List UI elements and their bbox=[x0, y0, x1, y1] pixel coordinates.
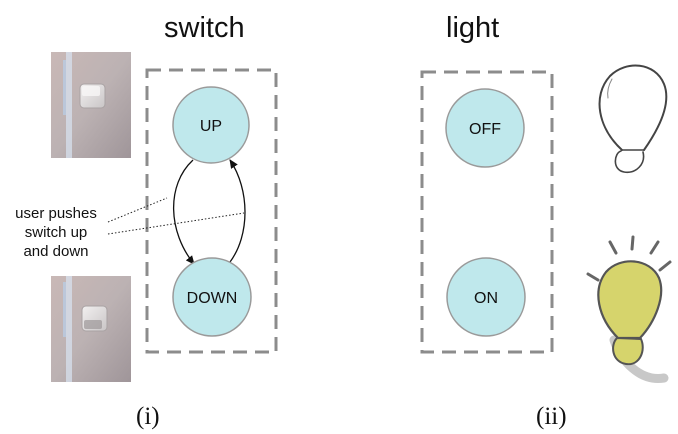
switch-state-box bbox=[145, 68, 278, 354]
down-to-up-arrow bbox=[229, 159, 246, 263]
state-up-label: UP bbox=[200, 118, 222, 135]
state-up: UP bbox=[172, 86, 250, 164]
switch-down-photo-icon bbox=[51, 276, 131, 382]
light-title: light bbox=[446, 12, 500, 44]
state-down: DOWN bbox=[172, 257, 252, 337]
state-on: ON bbox=[446, 257, 526, 337]
bulb-off-icon bbox=[598, 64, 668, 174]
annotation-line-1: user pushes bbox=[15, 205, 97, 222]
annotation-line-3: and down bbox=[23, 243, 89, 260]
state-on-label: ON bbox=[474, 290, 498, 307]
light-state-box bbox=[420, 70, 554, 354]
annotation-pointer-1 bbox=[107, 197, 168, 223]
state-down-label: DOWN bbox=[187, 290, 238, 307]
switch-title: switch bbox=[164, 12, 245, 44]
up-to-down-arrow bbox=[172, 159, 195, 265]
state-off: OFF bbox=[445, 88, 525, 168]
switch-up-photo-icon bbox=[51, 52, 131, 158]
panel-label-ii: (ii) bbox=[536, 403, 567, 430]
user-action-annotation: user pushes switch up and down bbox=[1, 204, 111, 261]
panel-label-i: (i) bbox=[136, 403, 160, 430]
bulb-on-icon bbox=[586, 235, 672, 383]
state-off-label: OFF bbox=[469, 121, 501, 138]
annotation-line-2: switch up bbox=[24, 224, 88, 241]
